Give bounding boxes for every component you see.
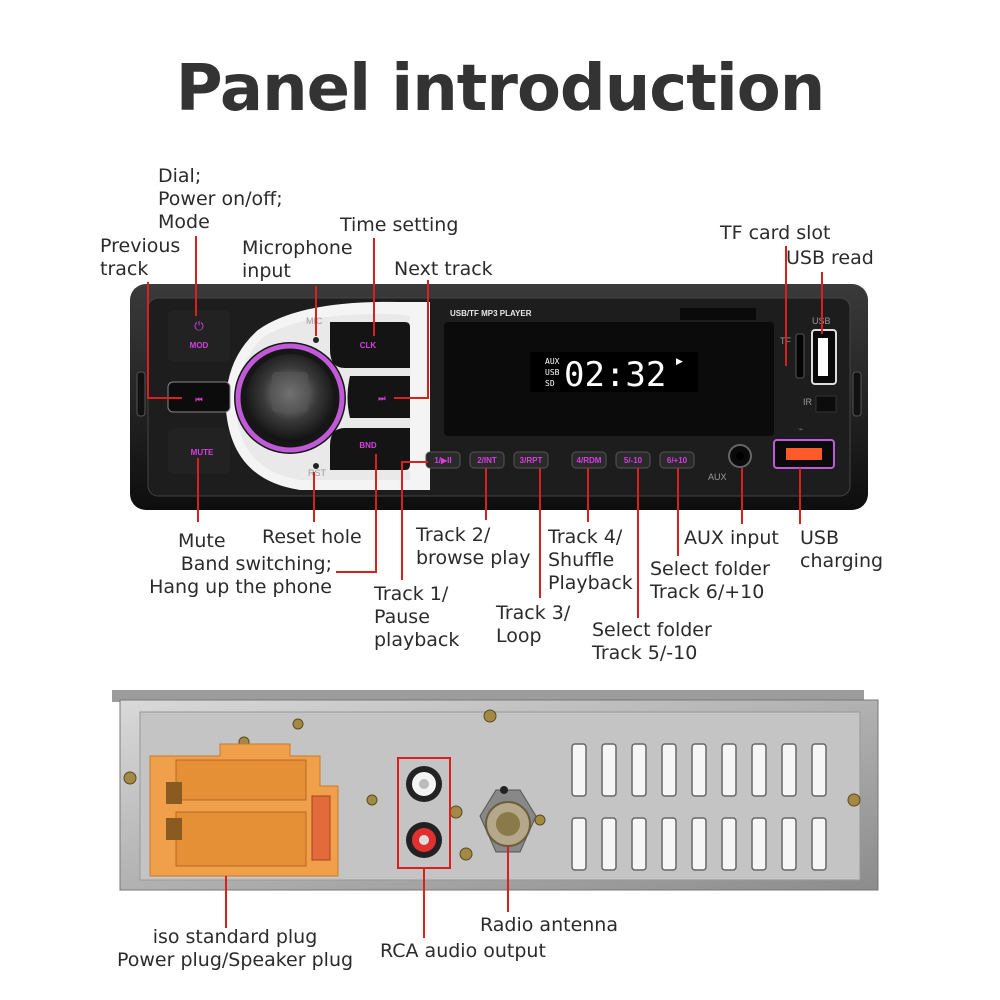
play-indicator: ▶ [676, 357, 683, 367]
label-time-setting: Time setting [340, 214, 459, 236]
ir-label: IR [803, 397, 813, 407]
aux-label: AUX [708, 472, 727, 482]
label-previous-track: Previous track [100, 235, 181, 280]
svg-text:⏮: ⏮ [195, 395, 202, 404]
svg-text:2/INT: 2/INT [477, 456, 497, 465]
clk-button[interactable]: CLK [330, 322, 410, 368]
reset-hole[interactable] [313, 463, 319, 469]
track3-button[interactable]: 3/RPT [513, 451, 549, 469]
label-track6: Select folder Track 6/+10 [650, 558, 770, 603]
svg-text:⏻: ⏻ [194, 319, 204, 333]
track6-button[interactable]: 6/+10 [659, 451, 695, 469]
track1-button[interactable]: 1/▶II [425, 451, 461, 469]
page-title: Panel introduction [175, 52, 826, 126]
label-track2: Track 2/ browse play [416, 524, 531, 569]
mic-label: MIC [306, 316, 323, 326]
ir-sensor [815, 395, 837, 413]
charge-icon: ⌁ [798, 425, 803, 435]
svg-text:3/RPT: 3/RPT [520, 456, 543, 465]
mute-button[interactable]: MUTE [168, 428, 230, 474]
disc-slot [680, 308, 756, 320]
label-usb-read: USB read [786, 247, 874, 269]
label-reset: Reset hole [262, 526, 362, 548]
lcd-source-sd: SD [545, 379, 555, 388]
label-track4: Track 4/ Shuffle Playback [548, 526, 633, 594]
lcd-time: 02:32 [564, 355, 666, 395]
mod-button[interactable]: ⏻ MOD [168, 310, 230, 362]
svg-text:6/+10: 6/+10 [667, 456, 688, 465]
lcd-source-aux: AUX [545, 357, 560, 366]
label-mute: Mute [178, 530, 226, 552]
label-aux: AUX input [684, 527, 779, 549]
bnd-button[interactable]: BND [330, 428, 410, 470]
label-tf-slot: TF card slot [720, 222, 831, 244]
label-rca: RCA audio output [380, 940, 546, 962]
volume-knob[interactable] [234, 342, 346, 454]
label-track1: Track 1/ Pause playback [374, 583, 460, 651]
svg-text:⏭: ⏭ [378, 394, 386, 403]
label-microphone: Microphone input [242, 237, 353, 282]
svg-text:CLK: CLK [360, 341, 377, 350]
rear-leader-lines [225, 846, 509, 938]
radio-antenna-jack [479, 786, 537, 853]
mic-hole [313, 337, 319, 343]
label-dial: Dial; Power on/off; Mode [158, 165, 283, 233]
label-antenna: Radio antenna [480, 914, 618, 936]
track5-button[interactable]: 5/-10 [615, 451, 651, 469]
next-track-button[interactable]: ⏭ [347, 376, 411, 418]
svg-text:BND: BND [359, 441, 377, 450]
label-track5: Select folder Track 5/-10 [592, 619, 712, 664]
aux-jack[interactable] [728, 444, 752, 468]
svg-text:1/▶II: 1/▶II [434, 456, 451, 465]
svg-text:5/-10: 5/-10 [624, 456, 643, 465]
label-usb-charging: USB charging [800, 527, 884, 572]
player-header: USB/TF MP3 PLAYER [450, 309, 532, 318]
rst-label: RST [308, 468, 327, 478]
label-next-track: Next track [394, 258, 493, 280]
usb-read-port[interactable] [811, 329, 837, 385]
rca-output [397, 757, 451, 869]
lcd-source-usb: USB [545, 368, 560, 377]
label-iso-plug: iso standard plug Power plug/Speaker plu… [116, 926, 354, 971]
svg-text:MUTE: MUTE [191, 448, 214, 457]
iso-plug [149, 743, 339, 877]
label-track3: Track 3/ Loop [496, 602, 571, 647]
vent-slots [571, 743, 827, 871]
svg-text:4/RDM: 4/RDM [577, 456, 602, 465]
track2-button[interactable]: 2/INT [469, 451, 505, 469]
leader-lines [147, 236, 823, 618]
tf-card-slot[interactable] [795, 333, 805, 379]
usb-charging-port[interactable] [773, 439, 835, 469]
track4-button[interactable]: 4/RDM [571, 451, 607, 469]
svg-text:MOD: MOD [190, 341, 209, 350]
label-band: Band switching; Hang up the phone [149, 553, 332, 598]
